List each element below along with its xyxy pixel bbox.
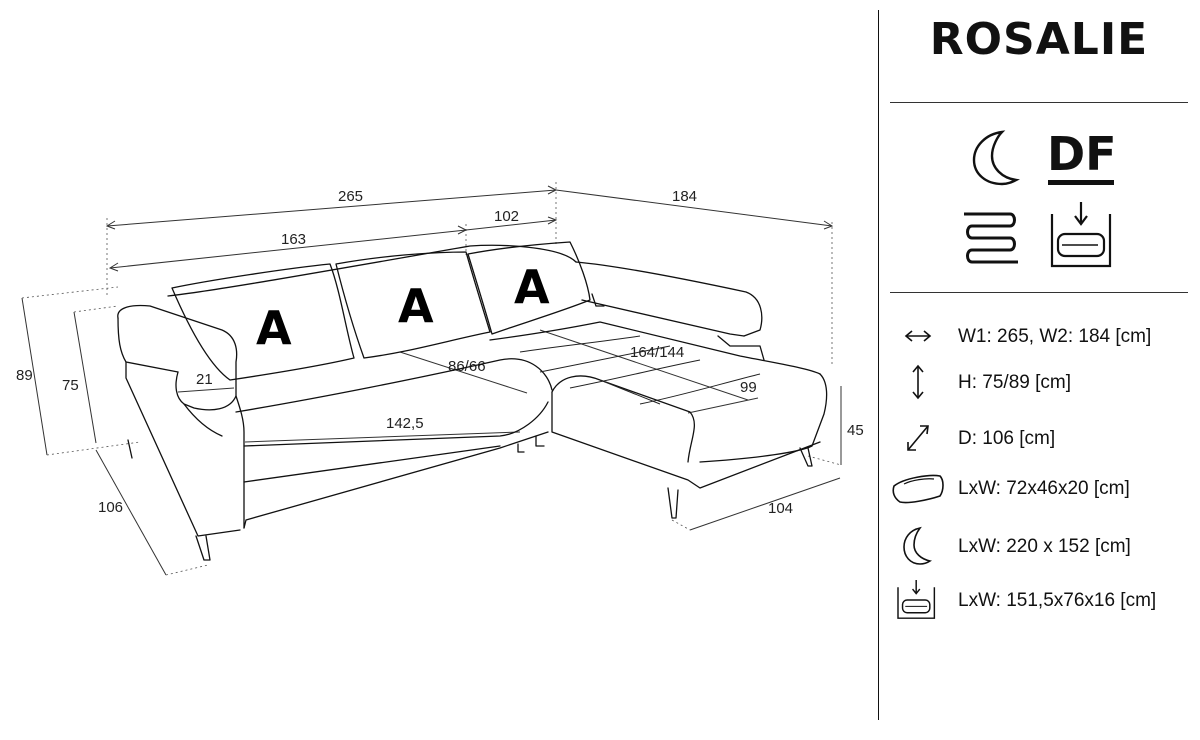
pillow-right <box>467 241 591 335</box>
dim-21: 21 <box>196 371 213 388</box>
product-title: ROSALIE <box>929 14 1149 65</box>
dim-99: 99 <box>740 379 757 396</box>
dim-184: 184 <box>672 188 697 205</box>
pillow-letter-3: A <box>514 260 550 314</box>
depth-arrow-icon <box>907 425 929 451</box>
dimension-lines <box>21 182 842 576</box>
dim-102: 102 <box>494 208 519 225</box>
pillow-left <box>171 263 355 381</box>
storage-icon <box>1050 202 1112 268</box>
spec-text-depth: D: 106 [cm] <box>958 428 1056 449</box>
dim-104: 104 <box>768 500 793 517</box>
pillow-middle <box>335 251 491 359</box>
storage-icon <box>897 580 936 619</box>
title-divider <box>890 102 1188 103</box>
dim-164-144: 164/144 <box>630 344 684 361</box>
spec-row-pillow: LxW: 72x46x20 [cm] <box>878 468 1200 508</box>
spec-row-storage: LxW: 151,5x76x16 [cm] <box>878 580 1200 620</box>
pillow-letter-2: A <box>398 279 434 333</box>
dim-89: 89 <box>16 367 33 384</box>
spec-text-pillow: LxW: 72x46x20 [cm] <box>958 478 1130 499</box>
sofa-technical-drawing: 265 184 163 102 89 75 106 21 86/66 142,5… <box>16 182 864 576</box>
left-armrest <box>117 304 238 411</box>
pillow-icon <box>892 474 944 504</box>
spec-row-sleep: LxW: 220 x 152 [cm] <box>878 526 1200 566</box>
dim-106: 106 <box>98 499 123 516</box>
dim-265: 265 <box>338 188 363 205</box>
width-arrow-icon <box>904 330 932 342</box>
dim-142-5: 142,5 <box>386 415 424 432</box>
pillow-letter-1: A <box>256 301 292 355</box>
height-arrow-icon <box>912 364 924 400</box>
spec-panel: ROSALIE DF W1: 265, W2: 184 [cm] H: 7 <box>878 0 1200 740</box>
spec-row-depth: D: 106 [cm] <box>878 418 1200 458</box>
spec-text-storage: LxW: 151,5x76x16 [cm] <box>958 590 1157 611</box>
dim-163: 163 <box>281 231 306 248</box>
moon-icon <box>972 130 1020 186</box>
sofa-outline <box>117 241 828 561</box>
spring-icon <box>964 212 1018 264</box>
spec-row-height: H: 75/89 [cm] <box>878 362 1200 402</box>
spec-text-width: W1: 265, W2: 184 [cm] <box>958 326 1152 347</box>
df-icon: DF <box>1047 127 1116 185</box>
spec-text-sleep: LxW: 220 x 152 [cm] <box>958 536 1131 557</box>
moon-icon <box>903 526 933 565</box>
vertical-divider <box>878 10 879 720</box>
dim-45: 45 <box>847 422 864 439</box>
df-label: DF <box>1047 127 1116 181</box>
feature-divider <box>890 292 1188 293</box>
spec-text-height: H: 75/89 [cm] <box>958 372 1071 393</box>
dim-86-66: 86/66 <box>448 358 486 375</box>
spec-row-width: W1: 265, W2: 184 [cm] <box>878 316 1200 356</box>
dimension-labels: 265 184 163 102 89 75 106 21 86/66 142,5… <box>16 188 864 517</box>
dim-75: 75 <box>62 377 79 394</box>
